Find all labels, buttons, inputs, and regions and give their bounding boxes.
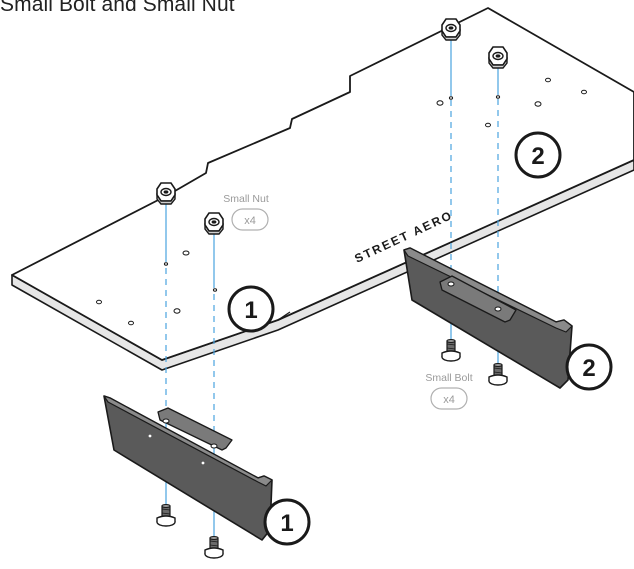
board-hole [495, 95, 501, 99]
board-hole [212, 288, 218, 292]
step-marker-label: 2 [531, 143, 544, 170]
board-hole [485, 122, 491, 128]
board-top-face [11, 7, 634, 361]
step-marker-label: 1 [280, 510, 293, 537]
small-bolt [488, 363, 508, 386]
fin-1-hole [210, 443, 218, 449]
fin-1-hole [162, 418, 170, 424]
instruction-title: Small Bolt and Small Nut [0, 0, 235, 16]
board-hole [436, 100, 444, 106]
nut-label-name: Small Nut [223, 193, 269, 205]
step-marker-label: 2 [582, 355, 595, 382]
nut-label: Small Nut x4 [223, 193, 269, 231]
step-marker-label: 1 [244, 297, 257, 324]
nut-group [156, 18, 508, 235]
board-hole [448, 96, 454, 100]
wing-board: STREET AERO [11, 7, 634, 371]
fin-2-hole [494, 306, 502, 312]
bolt-group [156, 339, 508, 559]
small-bolt [204, 536, 224, 559]
board-hole [581, 89, 587, 95]
board-notch-line [277, 311, 291, 321]
step-marker-2-board: 2 [514, 131, 562, 179]
fin-2 [403, 247, 573, 389]
board-hole [534, 101, 542, 107]
step-markers: 1 1 2 2 [227, 131, 613, 546]
fin-1-top-edge [103, 395, 273, 487]
board-hole [182, 250, 190, 256]
small-nut [488, 46, 508, 69]
small-nut [156, 182, 176, 205]
fin-1-rivet [201, 461, 205, 465]
small-bolt [441, 339, 461, 362]
bolt-qty-pill [430, 387, 468, 410]
step-marker-2-fin: 2 [565, 343, 613, 391]
board-hole [96, 299, 102, 305]
nut-qty-pill [231, 208, 269, 231]
fin-1 [103, 395, 273, 541]
fin-1-rivet [148, 434, 152, 438]
fin-2-hole [447, 281, 455, 287]
bolt-qty-text: x4 [443, 394, 455, 406]
step-marker-1-fin: 1 [263, 498, 311, 546]
board-hole [163, 262, 169, 266]
bolt-label-name: Small Bolt [425, 372, 472, 384]
fin-1-mount-tab [157, 407, 233, 451]
board-hole [545, 77, 551, 83]
small-bolt [156, 504, 176, 527]
nut-qty-text: x4 [244, 215, 256, 227]
bolt-label: Small Bolt x4 [425, 372, 473, 410]
board-hole [173, 308, 181, 314]
board-holes [96, 77, 587, 326]
small-nut [441, 18, 461, 41]
board-hole [128, 320, 134, 326]
step-marker-1-board: 1 [227, 285, 275, 333]
small-nut [204, 212, 224, 235]
